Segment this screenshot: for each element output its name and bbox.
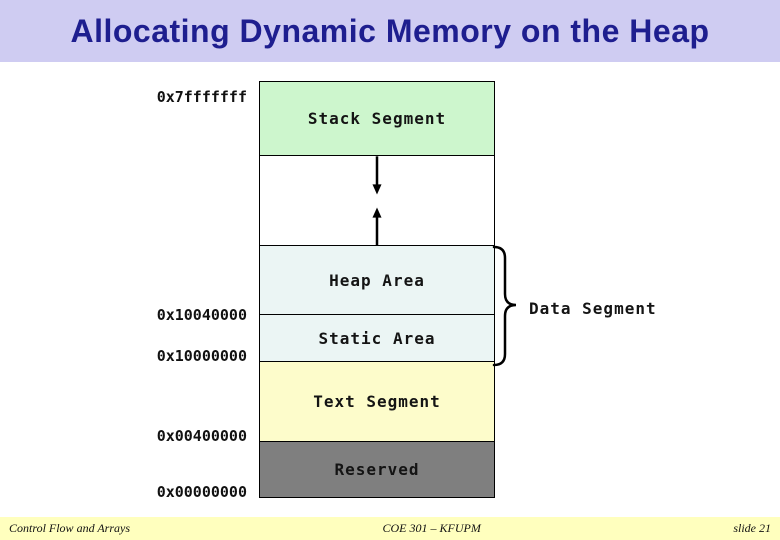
address-label-static-base: 0x10000000: [156, 347, 247, 365]
segment-heap-label: Heap Area: [329, 270, 425, 290]
segment-free-space: [259, 154, 495, 247]
footer-course-topic: Control Flow and Arrays: [9, 521, 131, 535]
address-label-text-base: 0x00400000: [156, 427, 247, 445]
heap-grows-up-arrow-icon: [372, 207, 382, 246]
segment-text-label: Text Segment: [313, 392, 441, 411]
footer-bar: Control Flow and Arrays COE 301 – KFUPM …: [0, 517, 780, 540]
segment-stack: Stack Segment: [259, 81, 495, 156]
address-label-zero: 0x00000000: [156, 483, 247, 501]
segment-heap: Heap Area: [259, 245, 495, 315]
segment-static: Static Area: [259, 313, 495, 363]
segment-reserved-label: Reserved: [334, 459, 420, 479]
title-bar: Allocating Dynamic Memory on the Heap: [0, 0, 780, 62]
footer-course-code: COE 301 – KFUPM: [382, 521, 481, 535]
growth-arrows: [372, 155, 382, 246]
footer-slide-number: slide 21: [733, 521, 771, 535]
memory-layout-diagram: Stack Segment Heap Area Static Area Text…: [259, 81, 495, 498]
segment-text: Text Segment: [259, 361, 495, 442]
address-label-heap-top: 0x10040000: [156, 306, 247, 324]
address-label-top: 0x7fffffff: [156, 88, 247, 106]
segment-stack-label: Stack Segment: [307, 109, 447, 128]
slide-title: Allocating Dynamic Memory on the Heap: [70, 12, 710, 49]
stack-grows-down-arrow-icon: [372, 155, 382, 194]
segment-reserved: Reserved: [259, 440, 495, 498]
data-segment-label: Data Segment: [529, 299, 657, 318]
data-segment-brace-icon: [492, 245, 517, 367]
segment-static-label: Static Area: [318, 328, 436, 348]
